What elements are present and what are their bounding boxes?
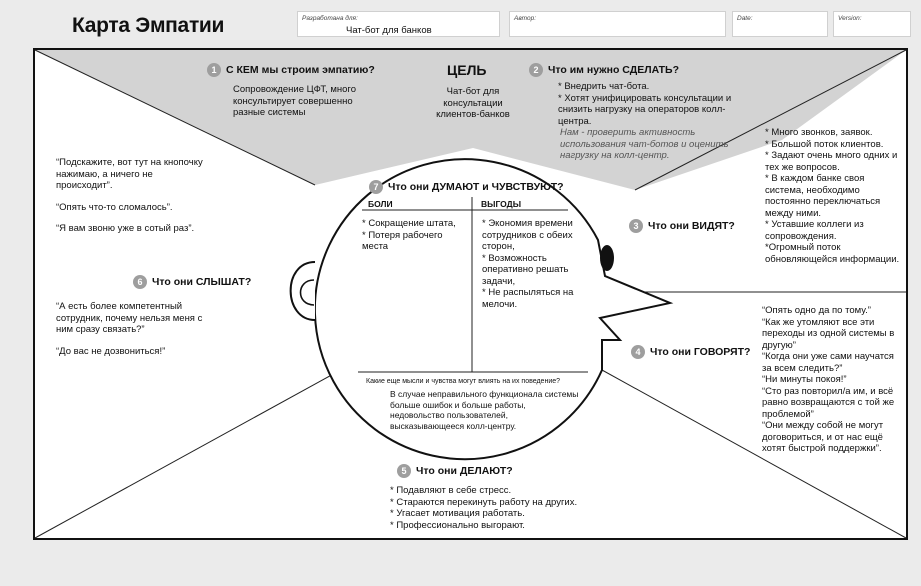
section-6-item: “А есть более компетентный сотрудник, по… xyxy=(56,301,203,335)
section-2-item: * Хотят унифицировать консультации и сни… xyxy=(558,92,732,127)
pains-item: * Сокращение штата, xyxy=(362,218,456,229)
section-6-question-text: Что они СЛЫШАТ? xyxy=(152,275,252,288)
section-2-question-text: Что им нужно СДЕЛАТЬ? xyxy=(548,63,680,76)
section-3-question: 3 Что они ВИДЯТ? xyxy=(629,219,735,233)
section-5-item: * Угасает мотивация работать. xyxy=(390,508,525,519)
section-2-note: Нам - проверить активность использования… xyxy=(560,127,729,161)
number-badge-1: 1 xyxy=(207,63,221,77)
section-3-item: * В каждом банке своя система, необходим… xyxy=(765,173,881,219)
gains-item: * Экономия времени сотрудников с обеих с… xyxy=(482,218,573,252)
author-label: Автор: xyxy=(514,15,537,22)
developed-for-label: Разработана для: xyxy=(302,15,358,22)
section-4-item: “Когда они уже сами научатся за всем сле… xyxy=(762,351,894,374)
section-6-items-top: “Подскажите, вот тут на кнопочку нажимаю… xyxy=(56,157,206,235)
section-1-question: 1 С КЕМ мы строим эмпатию? xyxy=(207,63,375,77)
section-4-question: 4 Что они ГОВОРЯТ? xyxy=(631,345,750,359)
section-6-items-bottom: “А есть более компетентный сотрудник, по… xyxy=(56,301,206,357)
pains-label: БОЛИ xyxy=(368,199,393,209)
section-6-item: “Подскажите, вот тут на кнопочку нажимаю… xyxy=(56,157,203,191)
section-2-item: * Внедрить чат-бота. xyxy=(558,81,650,92)
diagonal-bottom-right xyxy=(601,369,907,539)
section-6-item: “До вас не дозвониться!” xyxy=(56,345,166,357)
head-outline xyxy=(313,158,674,461)
section-4-item: “Опять одно да по тому.” xyxy=(762,305,871,316)
diagonal-bottom-left xyxy=(34,371,338,539)
section-3-item: * Задают очень много одних и тех же вопр… xyxy=(765,150,898,173)
section-4-item: “Они между собой не могут договориться, … xyxy=(762,420,884,454)
section-4-item: “Сто раз повторил/а им, и всё равно возв… xyxy=(762,385,895,420)
section-7-question-text: Что они ДУМАЮТ и ЧУВСТВУЮТ? xyxy=(388,180,564,193)
goal-title: ЦЕЛЬ xyxy=(447,62,487,78)
section-4-question-text: Что они ГОВОРЯТ? xyxy=(650,345,751,358)
section-5-question: 5 Что они ДЕЛАЮТ? xyxy=(397,464,513,478)
section-5-question-text: Что они ДЕЛАЮТ? xyxy=(416,464,513,477)
developed-for-field[interactable]: Разработана для: Чат-бот для банков xyxy=(297,11,500,37)
number-badge-2: 2 xyxy=(529,63,543,77)
section-2-items: * Внедрить чат-бота. * Хотят унифицирова… xyxy=(558,81,758,162)
eye-icon xyxy=(600,245,614,271)
gains-item: * Возможность оперативно решать задачи, xyxy=(482,252,569,287)
number-badge-5: 5 xyxy=(397,464,411,478)
section-5-items: * Подавляют в себе стресс. * Стараются п… xyxy=(390,485,650,531)
ear-inner-icon xyxy=(299,279,315,306)
section-3-item: * Много звонков, заявок. xyxy=(765,127,873,138)
gains-item: * Не распыляться на мелочи. xyxy=(482,287,574,310)
section-1-text: Сопровождение ЦФТ, много консультирует с… xyxy=(233,84,356,118)
page-title: Карта Эмпатии xyxy=(72,14,225,37)
section-3-question-text: Что они ВИДЯТ? xyxy=(648,219,735,232)
section-3-item: *Огромный поток обновляющейся информации… xyxy=(765,242,900,265)
section-1-question-text: С КЕМ мы строим эмпатию? xyxy=(226,63,375,76)
gains-label: ВЫГОДЫ xyxy=(481,199,522,209)
section-6-item: “Я вам звоню уже в сотый раз”. xyxy=(56,223,195,234)
date-label: Date: xyxy=(737,15,753,22)
number-badge-4: 4 xyxy=(631,345,645,359)
pains-item: * Потеря рабочего места xyxy=(362,229,443,253)
section-5-item: * Стараются перекинуть работу на других. xyxy=(390,496,578,508)
pains-items: * Сокращение штата, * Потеря рабочего ме… xyxy=(362,218,462,253)
developed-for-value: Чат-бот для банков xyxy=(346,25,432,36)
ear-icon xyxy=(289,261,316,321)
section-3-item: * Уставшие коллеги из сопровождения. xyxy=(765,219,864,242)
other-thoughts-text: В случае неправильного функционала систе… xyxy=(390,389,579,431)
section-5-item: * Подавляют в себе стресс. xyxy=(390,485,512,496)
version-label: Version: xyxy=(838,15,862,22)
section-5-item: * Профессионально выгорают. xyxy=(390,519,525,531)
number-badge-7: 7 xyxy=(369,180,383,194)
diagonal-top-left xyxy=(34,49,316,186)
top-section-fill xyxy=(35,50,906,190)
version-field[interactable]: Version: xyxy=(833,11,911,37)
section-4-items: “Опять одно да по тому.” “Как же утомляю… xyxy=(762,305,904,455)
section-3-items: * Много звонков, заявок. * Большой поток… xyxy=(765,127,905,265)
section-2-question: 2 Что им нужно СДЕЛАТЬ? xyxy=(529,63,679,77)
other-thoughts-question: Какие еще мысли и чувства могут влиять н… xyxy=(366,378,561,385)
section-6-item: “Опять что-то сломалось”. xyxy=(56,201,173,213)
section-3-item: * Большой поток клиентов. xyxy=(765,138,884,150)
section-4-item: “Ни минуты покоя!” xyxy=(762,374,847,385)
goal-text: Чат-бот для консультации клиентов-банков xyxy=(436,86,510,120)
date-field[interactable]: Date: xyxy=(732,11,828,37)
section-7-question: 7 Что они ДУМАЮТ и ЧУВСТВУЮТ? xyxy=(369,180,564,194)
diagonal-top-right xyxy=(634,49,907,191)
number-badge-6: 6 xyxy=(133,275,147,289)
section-6-question: 6 Что они СЛЫШАТ? xyxy=(133,275,251,289)
gains-items: * Экономия времени сотрудников с обеих с… xyxy=(482,218,582,310)
number-badge-3: 3 xyxy=(629,219,643,233)
section-4-item: “Как же утомляют все эти переходы из одн… xyxy=(762,316,895,351)
author-field[interactable]: Автор: xyxy=(509,11,726,37)
